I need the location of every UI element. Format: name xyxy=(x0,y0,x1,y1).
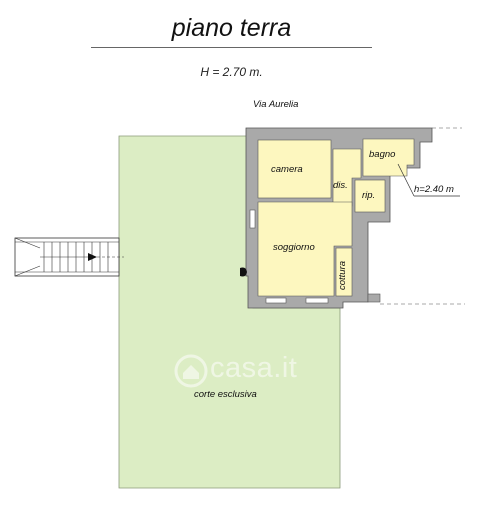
leader-line xyxy=(397,163,460,197)
ceiling-height: H = 2.70 m. xyxy=(200,65,263,79)
label-dis: dis. xyxy=(333,180,348,191)
room-soggiorno xyxy=(257,201,353,297)
windows xyxy=(249,209,329,304)
room-cottura xyxy=(335,247,353,297)
entrance-arrow-icon xyxy=(240,267,247,277)
label-courtyard: corte esclusiva xyxy=(194,389,257,400)
room-ripostiglio xyxy=(354,179,386,213)
room-camera xyxy=(257,139,332,199)
watermark-text: casa.it xyxy=(210,352,298,384)
watermark: casa.it xyxy=(174,350,324,392)
ceiling-note: h=2.40 m xyxy=(414,184,454,195)
label-camera: camera xyxy=(271,164,303,175)
label-cottura: cottura xyxy=(337,260,348,290)
boundary-lines xyxy=(380,127,465,305)
label-soggiorno: soggiorno xyxy=(273,242,315,253)
label-rip: rip. xyxy=(362,190,376,201)
label-bagno: bagno xyxy=(369,149,396,160)
room-bagno xyxy=(362,138,415,177)
title-underline xyxy=(91,47,372,48)
staircase xyxy=(14,237,124,277)
rooms xyxy=(257,138,415,297)
street-label: Via Aurelia xyxy=(253,99,299,110)
plan-title: piano terra xyxy=(171,14,292,42)
house-logo-icon xyxy=(174,354,208,388)
